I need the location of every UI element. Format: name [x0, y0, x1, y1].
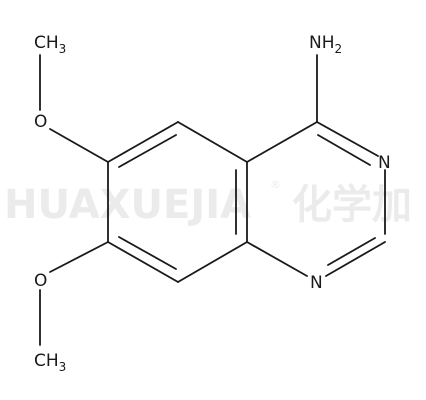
bond-c8-c8a [177, 241, 248, 283]
bond-c5-c6-inner [118, 134, 177, 168]
bond-c6-o [49, 128, 109, 163]
watermark-latin: HUAXUEJIA [4, 182, 251, 228]
ch3-top-label: CH3 [34, 33, 66, 56]
bond-c2-n1-inner [327, 237, 376, 266]
watermark-chinese: 化学加 [292, 182, 412, 228]
watermark-registered-mark: ® [270, 178, 281, 191]
o7-label: O [34, 271, 47, 291]
ch3-bottom-label: CH3 [34, 351, 66, 374]
bond-c5-c6 [107, 121, 179, 163]
bond-c7-c8 [107, 241, 179, 283]
o6-label: O [34, 112, 47, 132]
bond-c4a-c4 [246, 121, 318, 163]
bond-c4-n3 [316, 121, 379, 157]
bond-c7-o [49, 241, 109, 273]
bond-c4-n3-inner [317, 134, 371, 166]
bond-c4a-c5 [177, 121, 248, 163]
n3-label: N [378, 153, 391, 173]
nh2-label: NH2 [309, 33, 342, 56]
bond-c2-n1 [325, 241, 386, 277]
n1-label: N [310, 273, 323, 293]
bond-n1-c8a [246, 241, 308, 277]
bond-c7-c8-inner [118, 236, 177, 270]
